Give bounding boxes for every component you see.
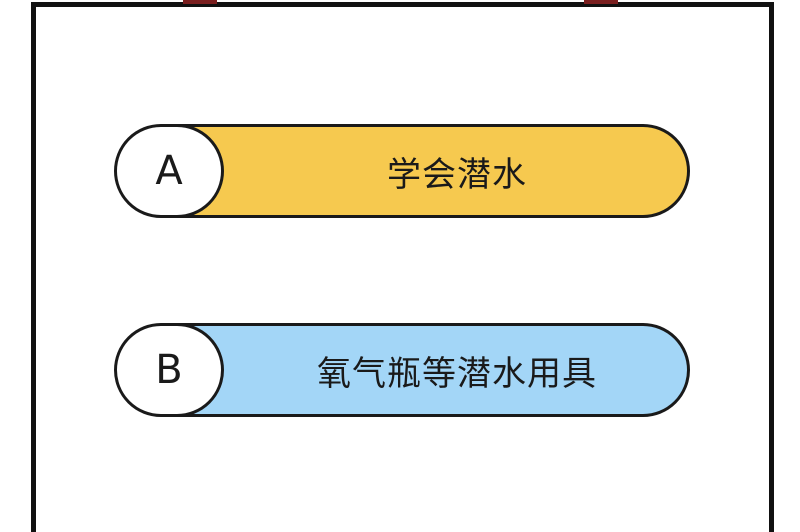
option-b-button[interactable]: B 氧气瓶等潜水用具 <box>114 323 690 417</box>
option-a-button[interactable]: A 学会潜水 <box>114 124 690 218</box>
option-a-badge: A <box>114 124 224 218</box>
option-a-text: 学会潜水 <box>387 154 527 195</box>
option-b-badge: B <box>114 323 224 417</box>
quiz-panel <box>31 2 774 532</box>
top-hanger-right <box>584 0 618 4</box>
top-hanger-left <box>183 0 217 4</box>
option-b-text: 氧气瓶等潜水用具 <box>317 353 597 394</box>
option-a-bar <box>168 124 690 218</box>
option-b-bar <box>168 323 690 417</box>
